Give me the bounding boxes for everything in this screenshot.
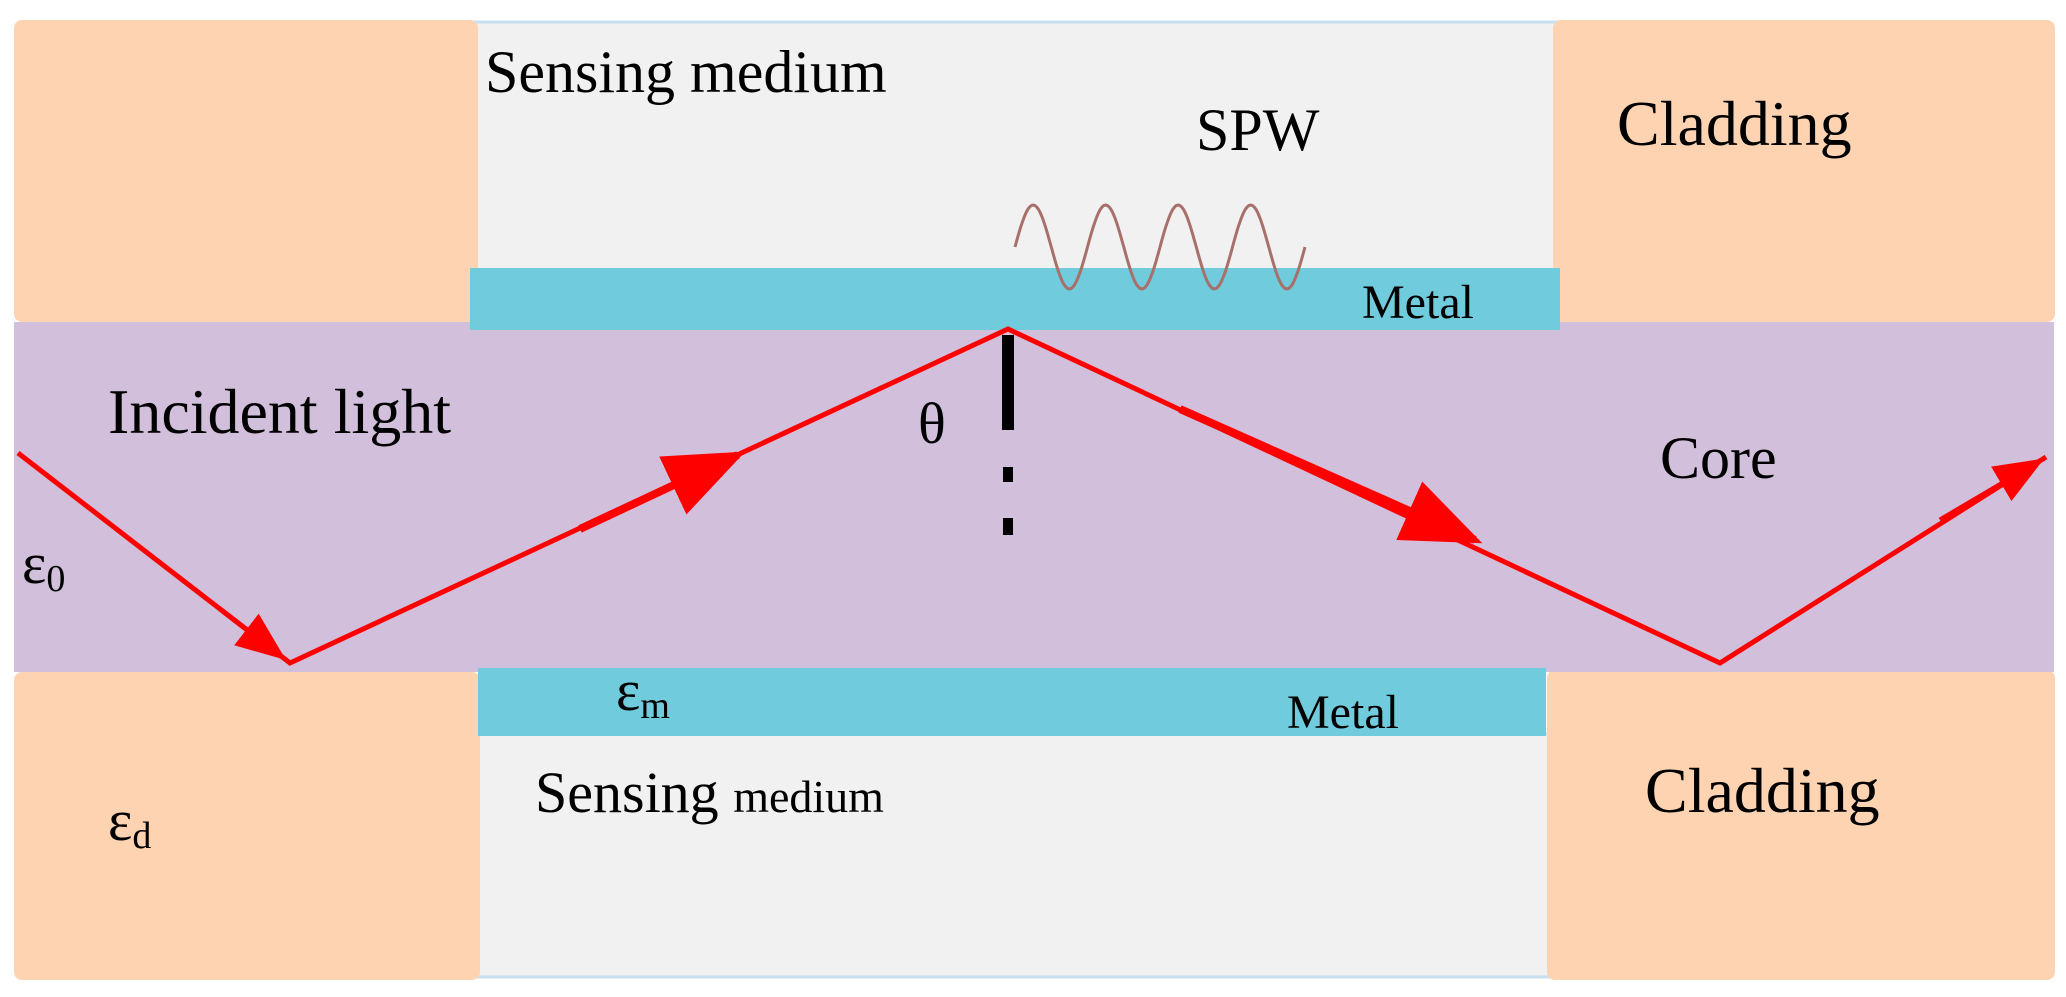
ray-arrow-4: [1938, 458, 2045, 523]
cladding-top-label: Cladding: [1617, 88, 1852, 159]
ray-arrow-1: [218, 607, 286, 661]
light-ray: [16, 326, 2048, 666]
spw-label: SPW: [1196, 97, 1320, 163]
sensing-medium-bottom-label: Sensing medium: [535, 760, 884, 825]
sensing-medium-top-region: [468, 20, 1562, 272]
epsilon-m-label: εm: [616, 658, 670, 727]
spw-wave: [1013, 203, 1307, 291]
epsilon-d-label: εd: [108, 788, 151, 857]
ray-arrow-3: [1178, 405, 1483, 544]
core-region: [14, 322, 2054, 672]
metal-top-label: Metal: [1362, 276, 1474, 329]
epsilon-0-label: ε0: [22, 531, 65, 600]
theta-label: θ: [918, 391, 946, 456]
metal-bottom-label: Metal: [1287, 686, 1399, 739]
cladding-bottom-label: Cladding: [1645, 755, 1880, 826]
sensing-medium-top-label: Sensing medium: [485, 39, 887, 105]
cladding-top-right: [1553, 20, 2055, 322]
cladding-bottom-left: [14, 672, 480, 980]
metal-layer-bottom: [478, 668, 1546, 736]
cladding-top-left: [14, 20, 478, 322]
cladding-bottom-right: [1547, 670, 2055, 980]
incident-light-label: Incident light: [108, 376, 451, 447]
core-label: Core: [1660, 425, 1777, 491]
ray-arrow-2: [578, 451, 746, 533]
sensing-medium-bottom-region: [468, 732, 1562, 979]
metal-layer-top: [470, 268, 1560, 330]
